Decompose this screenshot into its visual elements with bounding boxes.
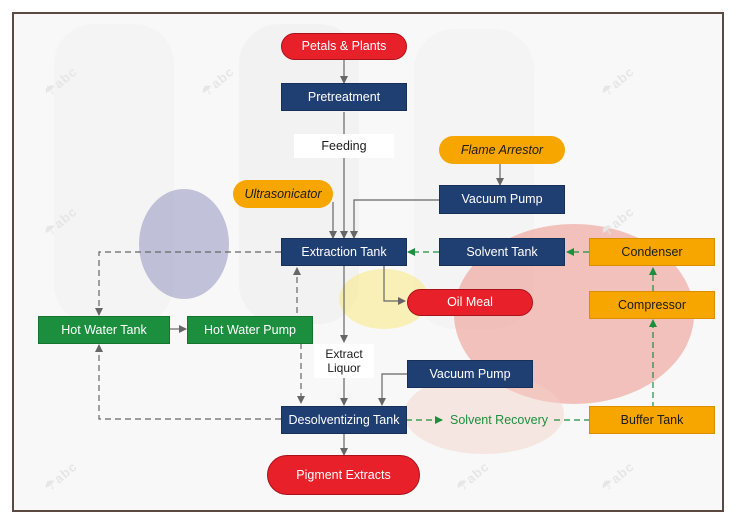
hot-water-tank-node: Hot Water Tank xyxy=(38,316,170,344)
flow-connectors xyxy=(95,60,657,456)
pigment-extracts-node: Pigment Extracts xyxy=(267,455,420,495)
extract-liquor-label: Extract Liquor xyxy=(314,344,374,378)
diagram-canvas: ☂abc ☂abc ☂abc ☂abc ☂abc ☂abc ☂abc ☂abc xyxy=(12,12,724,512)
petals-and-plants-node: Petals & Plants xyxy=(281,33,407,60)
solvent-tank-node: Solvent Tank xyxy=(439,238,565,266)
feeding-label: Feeding xyxy=(294,134,394,158)
oil-meal-node: Oil Meal xyxy=(407,289,533,316)
flame-arrestor-node: Flame Arrestor xyxy=(439,136,565,164)
pretreatment-node: Pretreatment xyxy=(281,83,407,111)
desolventizing-tank-node: Desolventizing Tank xyxy=(281,406,407,434)
condenser-node: Condenser xyxy=(589,238,715,266)
solvent-recovery-label: Solvent Recovery xyxy=(450,412,548,427)
buffer-tank-node: Buffer Tank xyxy=(589,406,715,434)
vacuum-pump-bottom-node: Vacuum Pump xyxy=(407,360,533,388)
ultrasonicator-node: Ultrasonicator xyxy=(233,180,333,208)
hot-water-pump-node: Hot Water Pump xyxy=(187,316,313,344)
vacuum-pump-top-node: Vacuum Pump xyxy=(439,185,565,214)
compressor-node: Compressor xyxy=(589,291,715,319)
extraction-tank-node: Extraction Tank xyxy=(281,238,407,266)
